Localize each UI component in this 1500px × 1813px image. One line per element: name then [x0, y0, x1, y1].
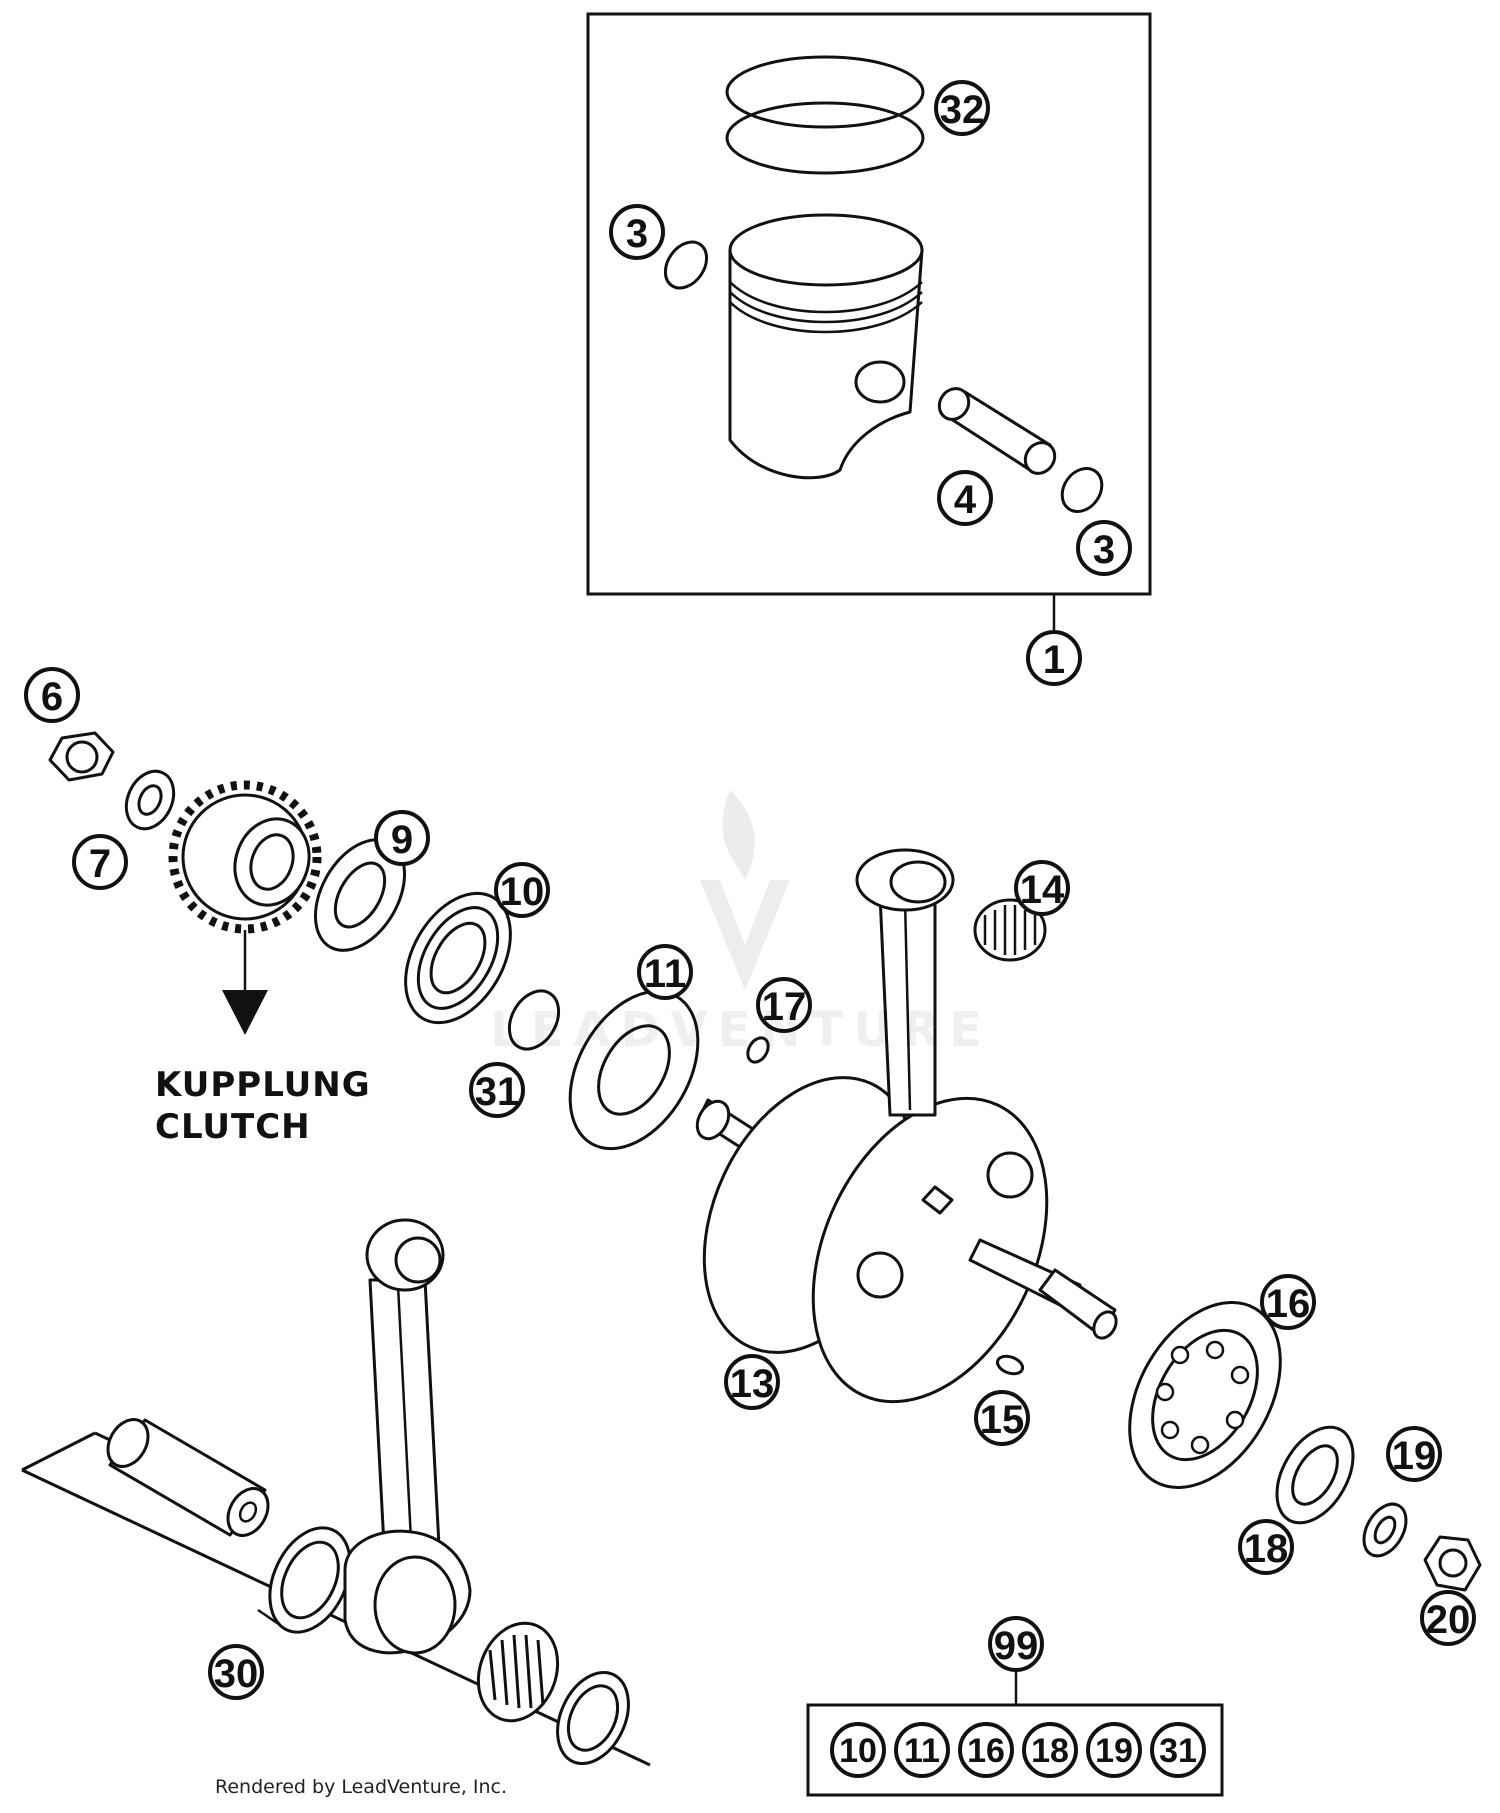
svg-text:31: 31	[475, 1070, 520, 1114]
callout-17[interactable]: 17	[756, 977, 812, 1033]
callout-4[interactable]: 4	[937, 470, 993, 526]
callout-3-upper[interactable]: 3	[609, 204, 665, 260]
circlip-right	[1060, 467, 1104, 513]
piston	[728, 213, 924, 480]
thrust-washer-2	[556, 1670, 630, 1766]
svg-text:19: 19	[1392, 1434, 1437, 1478]
callout-9[interactable]: 9	[374, 810, 430, 866]
o-ring	[507, 989, 561, 1051]
svg-text:99: 99	[994, 1624, 1039, 1668]
hex-nut-right	[1423, 1535, 1482, 1592]
callout-30[interactable]: 30	[208, 1644, 264, 1700]
svg-text:1: 1	[1043, 638, 1065, 682]
svg-text:14: 14	[1020, 868, 1065, 912]
kit-99-item[interactable]: 11	[894, 1722, 950, 1778]
kit-99-item-label: 16	[967, 1732, 1005, 1770]
piston-rings	[725, 55, 925, 175]
callout-14[interactable]: 14	[1014, 860, 1070, 916]
svg-text:20: 20	[1426, 1598, 1471, 1642]
callout-7[interactable]: 7	[72, 834, 128, 890]
main-bearing-left	[568, 989, 700, 1151]
callout-3-lower[interactable]: 3	[1076, 520, 1132, 576]
washer-right	[1362, 1502, 1408, 1558]
crankshaft-assembly	[695, 848, 1118, 1404]
leadventure-watermark-text: LEADVENTURE	[490, 1002, 992, 1058]
main-bearing-right	[1128, 1301, 1282, 1489]
svg-text:7: 7	[89, 842, 111, 886]
woodruff-key-left	[746, 1036, 770, 1064]
kit-99-item-label: 18	[1031, 1732, 1069, 1770]
svg-text:10: 10	[500, 870, 545, 914]
kit-99-item[interactable]: 31	[1150, 1722, 1206, 1778]
washer	[124, 769, 176, 831]
leadventure-logo-watermark	[700, 790, 790, 990]
callout-99[interactable]: 99	[988, 1616, 1044, 1672]
piston-kit-box	[586, 12, 1152, 630]
svg-text:3: 3	[1093, 528, 1115, 572]
shaft-seal-right	[1275, 1425, 1355, 1525]
svg-text:30: 30	[214, 1652, 259, 1696]
kit-99-item[interactable]: 19	[1086, 1722, 1142, 1778]
svg-text:16: 16	[1266, 1282, 1311, 1326]
kit-99-contents: 10 11 16 18 19 31	[830, 1722, 1206, 1778]
callout-6[interactable]: 6	[24, 667, 80, 723]
hex-nut	[48, 731, 115, 782]
kit-99-item-label: 10	[839, 1732, 877, 1770]
circlip-left	[663, 240, 709, 290]
connecting-rod	[343, 1218, 472, 1655]
woodruff-key-right	[995, 1354, 1025, 1376]
svg-text:4: 4	[954, 478, 977, 522]
svg-text:18: 18	[1244, 1527, 1289, 1571]
svg-text:17: 17	[762, 985, 807, 1029]
main-bearing-left-outer	[404, 891, 512, 1025]
piston-pin	[937, 387, 1057, 475]
svg-text:3: 3	[626, 212, 648, 256]
svg-text:32: 32	[940, 88, 985, 132]
clutch-label-en: CLUTCH	[155, 1107, 311, 1147]
svg-text:15: 15	[980, 1398, 1025, 1442]
svg-text:11: 11	[644, 952, 686, 996]
kit-99-item-label: 31	[1159, 1732, 1197, 1770]
callout-32[interactable]: 32	[934, 80, 990, 136]
kit-99-item[interactable]: 16	[958, 1722, 1014, 1778]
kit-99-item-label: 11	[904, 1732, 940, 1770]
callout-11[interactable]: 11	[637, 944, 693, 1000]
svg-text:9: 9	[391, 818, 413, 862]
callout-16[interactable]: 16	[1260, 1274, 1316, 1330]
crank-pin	[106, 1418, 270, 1537]
svg-text:13: 13	[730, 1362, 775, 1406]
callout-10[interactable]: 10	[494, 862, 550, 918]
thrust-washer-1	[268, 1526, 352, 1634]
kit-99-item[interactable]: 18	[1022, 1722, 1078, 1778]
callout-31[interactable]: 31	[469, 1062, 525, 1118]
callout-19[interactable]: 19	[1386, 1426, 1442, 1482]
callout-15[interactable]: 15	[974, 1390, 1030, 1446]
needle-bearing-big-end	[476, 1621, 560, 1723]
shaft-seal	[313, 838, 407, 952]
callout-20[interactable]: 20	[1420, 1590, 1476, 1646]
kit-99-item-label: 19	[1095, 1732, 1133, 1770]
svg-text:6: 6	[41, 675, 63, 719]
clutch-label-de: KUPPLUNG	[155, 1065, 371, 1105]
kit-99-item[interactable]: 10	[830, 1722, 886, 1778]
callout-1[interactable]: 1	[1026, 630, 1082, 686]
needle-bearing-small-end	[973, 898, 1047, 962]
callout-13[interactable]: 13	[724, 1354, 780, 1410]
render-credit: Rendered by LeadVenture, Inc.	[215, 1776, 508, 1798]
callout-18[interactable]: 18	[1238, 1519, 1294, 1575]
primary-gear	[168, 780, 322, 1035]
